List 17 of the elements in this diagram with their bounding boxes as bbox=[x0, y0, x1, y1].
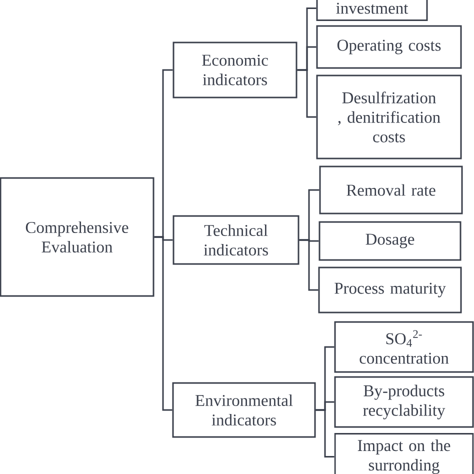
box: Economic indicators bbox=[172, 42, 298, 98]
box: Environmental indicators bbox=[172, 382, 316, 438]
box: Desulfrization , denitrification costs bbox=[316, 74, 462, 160]
box: Process maturity bbox=[318, 266, 462, 314]
connector bbox=[316, 409, 334, 458]
box: investment bbox=[316, 0, 428, 21]
box: Operating costs bbox=[316, 25, 462, 69]
box: Removal rate bbox=[319, 166, 463, 214]
box: Impact on the surronding bbox=[334, 433, 474, 474]
box: Dosage bbox=[318, 221, 462, 261]
connector bbox=[154, 236, 172, 411]
connector bbox=[299, 239, 318, 291]
box: By-products recyclability bbox=[334, 376, 474, 428]
box: Comprehensive Evaluation bbox=[0, 177, 154, 297]
connector bbox=[297, 69, 316, 118]
box: SO$_{4}$2- concentration bbox=[334, 321, 474, 373]
box: Technical indicators bbox=[172, 215, 300, 265]
